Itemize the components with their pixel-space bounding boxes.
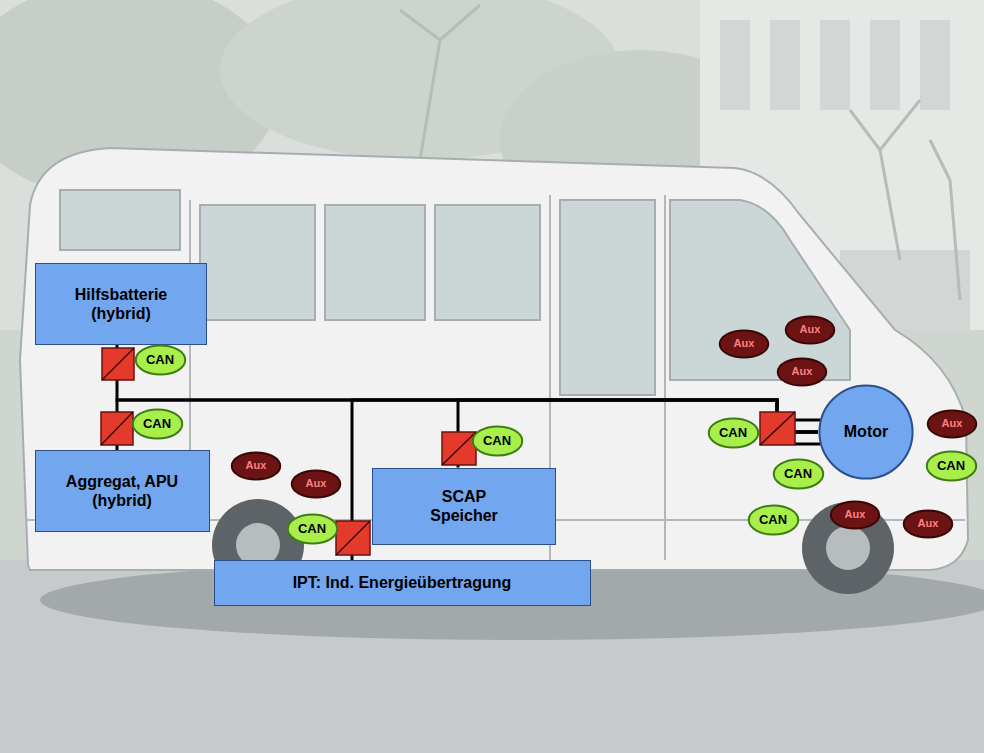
can-bus-tag-label: CAN — [719, 425, 747, 441]
aux-tag-label: Aux — [845, 508, 866, 521]
aux-tag-label: Aux — [942, 417, 963, 430]
can-bus-tag: CAN — [135, 345, 186, 375]
text-group: IPT: Ind. Energieübertragung — [293, 573, 512, 592]
component-label: Aggregat, APU (hybrid) — [47, 472, 197, 510]
aux-tag-label: Aux — [792, 365, 813, 378]
can-bus-tag-label: CAN — [937, 458, 965, 474]
text-group: CAN — [146, 352, 174, 368]
component-box: SCAP Speicher — [372, 468, 556, 545]
aux-tag: Aux — [291, 470, 341, 498]
text-group: CAN — [483, 433, 511, 449]
component-label: SCAP Speicher — [419, 487, 509, 525]
can-bus-tag: CAN — [926, 451, 977, 481]
can-bus-tag-label: CAN — [143, 416, 171, 432]
can-bus-tag-label: CAN — [146, 352, 174, 368]
text-group: CAN — [937, 458, 965, 474]
can-bus-tag-label: CAN — [759, 512, 787, 528]
text-group: Aux — [845, 508, 866, 521]
text-group: Aux — [306, 477, 327, 490]
aux-tag: Aux — [719, 330, 769, 358]
text-group: CAN — [719, 425, 747, 441]
power-bus-line — [458, 400, 818, 468]
component-box: Aggregat, APU (hybrid) — [35, 450, 210, 532]
aux-tag: Aux — [785, 316, 835, 344]
text-group: Aux — [800, 323, 821, 336]
can-bus-tag: CAN — [472, 426, 523, 456]
can-bus-tag: CAN — [287, 514, 338, 544]
motor-circle: Motor — [818, 384, 914, 480]
can-bus-tag-label: CAN — [784, 466, 812, 482]
aux-tag-label: Aux — [306, 477, 327, 490]
component-label: IPT: Ind. Energieübertragung — [293, 573, 512, 592]
can-bus-tag: CAN — [748, 505, 799, 535]
motor-circle-label: Motor — [844, 422, 888, 441]
text-group: Aux — [246, 459, 267, 472]
can-bus-tag-label: CAN — [483, 433, 511, 449]
aux-tag-label: Aux — [734, 337, 755, 350]
text-group: CAN — [784, 466, 812, 482]
text-group: SCAP Speicher — [419, 487, 509, 525]
text-group: Motor — [844, 422, 888, 441]
component-label: Hilfsbatterie (hybrid) — [51, 285, 191, 323]
text-group: Aux — [734, 337, 755, 350]
can-bus-tag: CAN — [773, 459, 824, 489]
text-group: Aux — [942, 417, 963, 430]
can-bus-tag: CAN — [708, 418, 759, 448]
component-box: IPT: Ind. Energieübertragung — [214, 560, 591, 606]
aux-tag-label: Aux — [918, 517, 939, 530]
power-bus-line — [117, 345, 818, 432]
text-group: Hilfsbatterie (hybrid) — [51, 285, 191, 323]
aux-tag-label: Aux — [800, 323, 821, 336]
aux-tag: Aux — [903, 510, 953, 538]
aux-tag-label: Aux — [246, 459, 267, 472]
text-group: CAN — [143, 416, 171, 432]
can-bus-tag: CAN — [132, 409, 183, 439]
text-group: Aux — [918, 517, 939, 530]
aux-tag: Aux — [231, 452, 281, 480]
text-group: Aux — [792, 365, 813, 378]
can-bus-tag-label: CAN — [298, 521, 326, 537]
text-group: CAN — [759, 512, 787, 528]
text-group: Aggregat, APU (hybrid) — [47, 472, 197, 510]
aux-tag: Aux — [927, 410, 977, 438]
power-bus-line — [352, 400, 818, 560]
aux-tag: Aux — [830, 501, 880, 529]
text-group: CAN — [298, 521, 326, 537]
component-box: Hilfsbatterie (hybrid) — [35, 263, 207, 345]
aux-tag: Aux — [777, 358, 827, 386]
